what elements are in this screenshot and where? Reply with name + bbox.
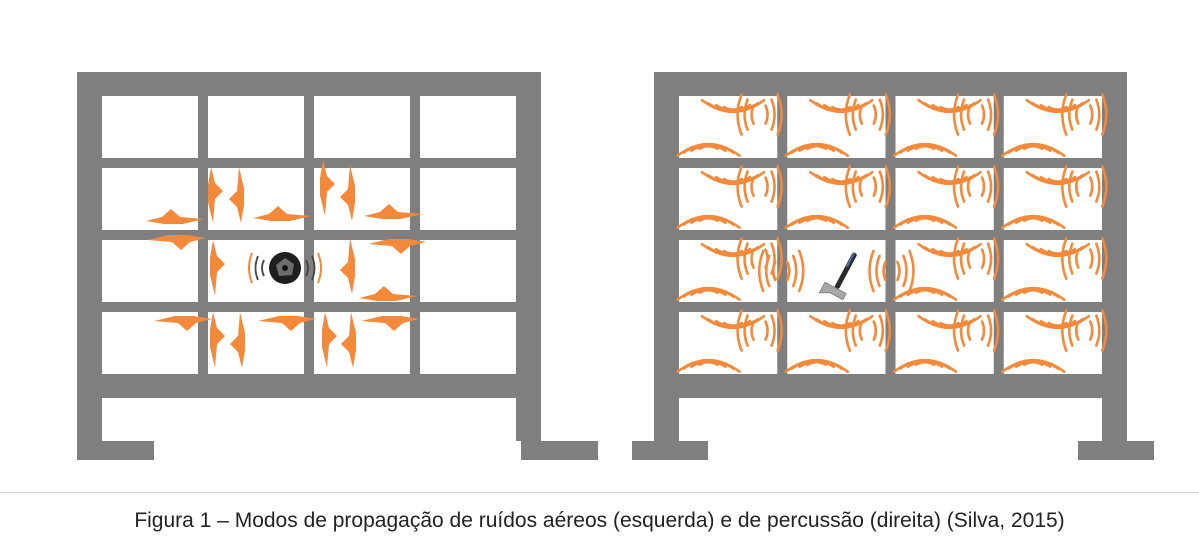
- impact-wave-arcs: [1025, 170, 1091, 185]
- frame-bottom-beam: [654, 374, 1127, 398]
- airborne-wave-splash: [210, 312, 225, 368]
- impact-wave-arcs: [917, 98, 982, 113]
- impact-wave-arcs: [917, 242, 982, 257]
- impact-wave-arcs: [844, 165, 892, 208]
- impact-wave-arcs: [700, 314, 766, 329]
- frame-bottom-beam: [77, 374, 541, 398]
- impact-wave-arcs: [1061, 165, 1108, 208]
- impact-wave-arcs: [1000, 358, 1066, 374]
- airborne-wave-splash: [229, 167, 244, 223]
- frame-transom: [679, 158, 1102, 168]
- frame-left-foot: [632, 441, 708, 460]
- frame-right-foot: [1078, 441, 1154, 460]
- left-frame: [77, 72, 598, 460]
- frame-left-column: [77, 72, 102, 441]
- frame-right-foot: [521, 441, 598, 460]
- airborne-wave-splash: [253, 206, 311, 221]
- airborne-wave-splash: [340, 165, 355, 221]
- impact-wave-arcs: [784, 214, 850, 229]
- impact-wave-arcs: [844, 309, 892, 352]
- frame-top-beam: [654, 72, 1127, 96]
- impact-wave-arcs: [892, 214, 958, 229]
- impact-wave-arcs: [844, 93, 892, 136]
- impact-wave-arcs: [1000, 142, 1066, 157]
- airborne-wave-splash: [230, 312, 245, 368]
- frame-left-foot: [77, 441, 154, 460]
- impact-wave-arcs: [892, 358, 958, 374]
- airborne-wave-splash: [208, 167, 223, 223]
- propagation-diagram: [77, 72, 1154, 460]
- airborne-wave-splash: [340, 238, 355, 294]
- impact-wave-arcs: [700, 98, 766, 113]
- frame-transom: [679, 302, 1102, 312]
- impact-wave-arcs: [676, 286, 741, 302]
- impact-wave-arcs: [736, 93, 783, 136]
- impact-wave-arcs: [1025, 242, 1091, 257]
- impact-wave-arcs: [1061, 237, 1108, 280]
- impact-wave-arcs: [1000, 214, 1066, 229]
- impact-wave-arcs: [1000, 286, 1066, 302]
- impact-wave-arcs: [736, 309, 783, 352]
- impact-wave-arcs: [808, 98, 874, 113]
- frame-left-column: [654, 72, 679, 441]
- caption-divider: [0, 492, 1199, 493]
- airborne-wave-splash: [341, 312, 356, 368]
- airborne-wave-splash: [320, 160, 335, 216]
- impact-wave-arcs: [1061, 93, 1108, 136]
- impact-wave-arcs: [808, 170, 874, 185]
- impact-wave-arcs: [676, 214, 741, 229]
- right-frame: [632, 72, 1154, 460]
- airborne-wave-splash: [359, 286, 417, 301]
- impact-wave-arcs: [808, 314, 874, 329]
- impact-wave-arcs: [952, 309, 1000, 352]
- impact-wave-arcs: [917, 314, 982, 329]
- impact-wave-arcs: [784, 358, 850, 374]
- impact-noise-panel: [632, 72, 1154, 460]
- loudspeaker-icon: [248, 252, 322, 284]
- impact-wave-arcs: [952, 165, 1000, 208]
- hammer-icon: [818, 252, 857, 301]
- airborne-noise-panel: [77, 72, 598, 460]
- impact-wave-arcs: [892, 286, 958, 302]
- frame-transom: [679, 230, 1102, 240]
- frame-transom: [102, 230, 516, 240]
- impact-wave-arcs: [736, 165, 783, 208]
- frame-transom: [102, 158, 516, 168]
- impact-wave-arcs: [1061, 309, 1108, 352]
- impact-wave-arcs: [1025, 314, 1091, 329]
- impact-wave-arcs: [784, 142, 850, 157]
- impact-wave-arcs: [676, 142, 741, 157]
- impact-wave-arcs: [952, 93, 1000, 136]
- frame-transom: [102, 302, 516, 312]
- airborne-wave-splash: [210, 240, 225, 296]
- figure-caption: Figura 1 – Modos de propagação de ruídos…: [134, 509, 1065, 532]
- frame-right-column: [516, 72, 541, 441]
- figure-area: [77, 72, 1154, 460]
- airborne-wave-splash: [146, 209, 204, 224]
- airborne-wave-splash: [322, 312, 337, 368]
- impact-wave-arcs: [892, 142, 958, 157]
- impact-wave-arcs: [700, 242, 766, 257]
- impact-wave-arcs: [676, 358, 741, 374]
- impact-wave-arcs: [700, 170, 766, 185]
- impact-wave-arcs: [952, 237, 1000, 280]
- impact-wave-arcs: [1025, 98, 1091, 113]
- frame-top-beam: [77, 72, 541, 96]
- impact-wave-arcs: [917, 170, 982, 185]
